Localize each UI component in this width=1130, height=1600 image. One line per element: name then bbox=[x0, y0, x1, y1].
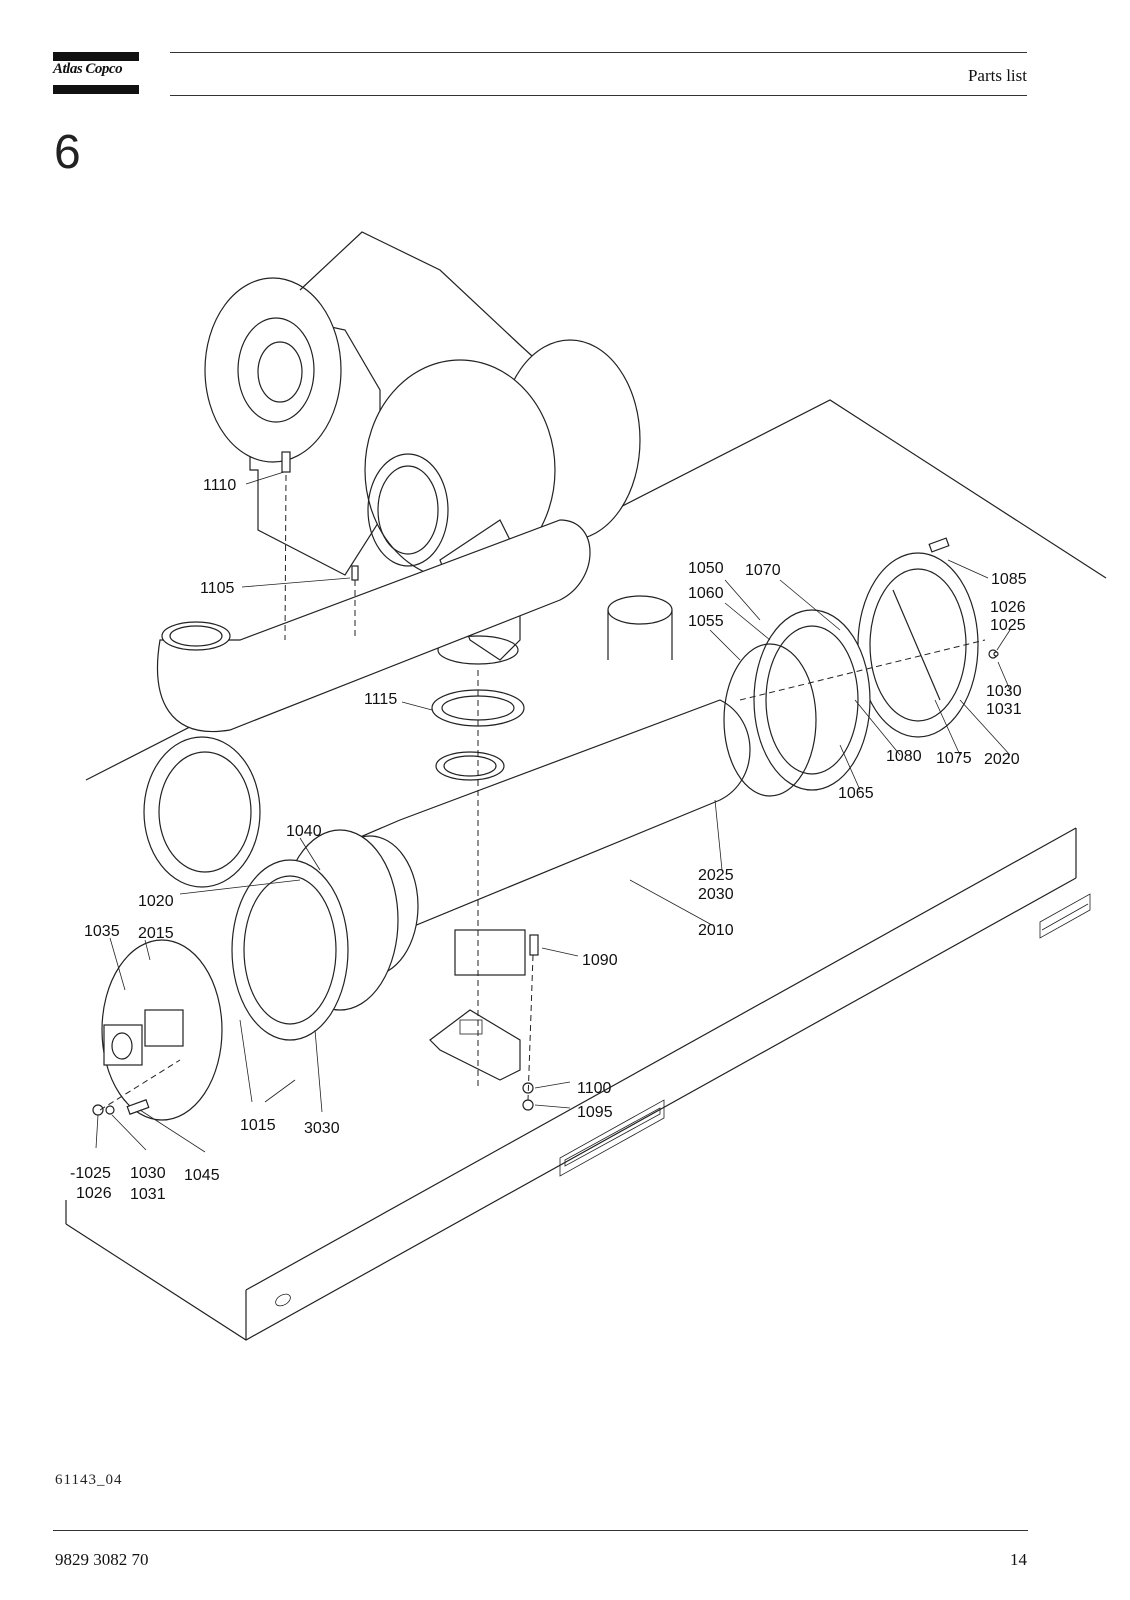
callout-1045: 1045 bbox=[184, 1167, 220, 1184]
callout-1065: 1065 bbox=[838, 785, 874, 802]
callout-1030-right: 1030 bbox=[986, 683, 1022, 700]
callout-2030: 2030 bbox=[698, 886, 734, 903]
callout-1095: 1095 bbox=[577, 1104, 613, 1121]
callout-2015: 2015 bbox=[138, 925, 174, 942]
callout-2020: 2020 bbox=[984, 751, 1020, 768]
front-cover bbox=[101, 939, 223, 1121]
callout-1025-left: -1025 bbox=[70, 1165, 111, 1182]
callout-1115: 1115 bbox=[364, 691, 397, 708]
callout-1031-right: 1031 bbox=[986, 701, 1022, 718]
callout-1030-left: 1030 bbox=[130, 1165, 166, 1182]
callout-1031-left: 1031 bbox=[130, 1186, 166, 1203]
callout-1055: 1055 bbox=[688, 613, 724, 630]
hardware bbox=[92, 451, 999, 1116]
callout-1075: 1075 bbox=[936, 750, 972, 767]
callout-2025: 2025 bbox=[698, 867, 734, 884]
cooler-body-rear bbox=[143, 519, 673, 888]
callout-1040: 1040 bbox=[286, 823, 322, 840]
footer-rule bbox=[53, 1530, 1028, 1531]
page-number: 14 bbox=[1010, 1550, 1027, 1569]
callout-1080: 1080 bbox=[886, 748, 922, 765]
logo-bar-top bbox=[53, 52, 139, 61]
callout-1050: 1050 bbox=[688, 560, 724, 577]
section-number: 6 bbox=[54, 126, 81, 179]
mounting-bracket bbox=[429, 1009, 521, 1081]
callout-labels: 1110 1105 1050 1070 1060 1085 1026 1025 … bbox=[70, 477, 1027, 1203]
header-title: Parts list bbox=[967, 66, 1027, 85]
callout-1085: 1085 bbox=[991, 571, 1027, 588]
brand-logo: Atlas Copco bbox=[53, 61, 123, 77]
callout-1020: 1020 bbox=[138, 893, 174, 910]
callout-1105: 1105 bbox=[200, 580, 235, 597]
drawing-id: 61143_04 bbox=[55, 1472, 123, 1488]
callout-1015: 1015 bbox=[240, 1117, 276, 1134]
logo-bar-bottom bbox=[53, 85, 139, 94]
callout-1070: 1070 bbox=[745, 562, 781, 579]
assembly-lines bbox=[99, 474, 986, 1111]
header-rule-top bbox=[170, 52, 1027, 53]
callout-1100: 1100 bbox=[577, 1080, 612, 1097]
callout-2010: 2010 bbox=[698, 922, 734, 939]
callout-1026-right: 1026 bbox=[990, 599, 1026, 616]
callout-1110: 1110 bbox=[203, 477, 236, 494]
tube-bundle bbox=[231, 829, 399, 1041]
header-rule-bottom bbox=[170, 95, 1027, 96]
callout-1035: 1035 bbox=[84, 923, 120, 940]
callout-1060: 1060 bbox=[688, 585, 724, 602]
callout-1026-left: 1026 bbox=[76, 1185, 112, 1202]
document-number: 9829 3082 70 bbox=[55, 1550, 149, 1569]
callout-1090: 1090 bbox=[582, 952, 618, 969]
callout-1025-right: 1025 bbox=[990, 617, 1026, 634]
leader-lines bbox=[95, 471, 1011, 1153]
callout-3030: 3030 bbox=[304, 1120, 340, 1137]
rear-cover bbox=[723, 552, 979, 797]
